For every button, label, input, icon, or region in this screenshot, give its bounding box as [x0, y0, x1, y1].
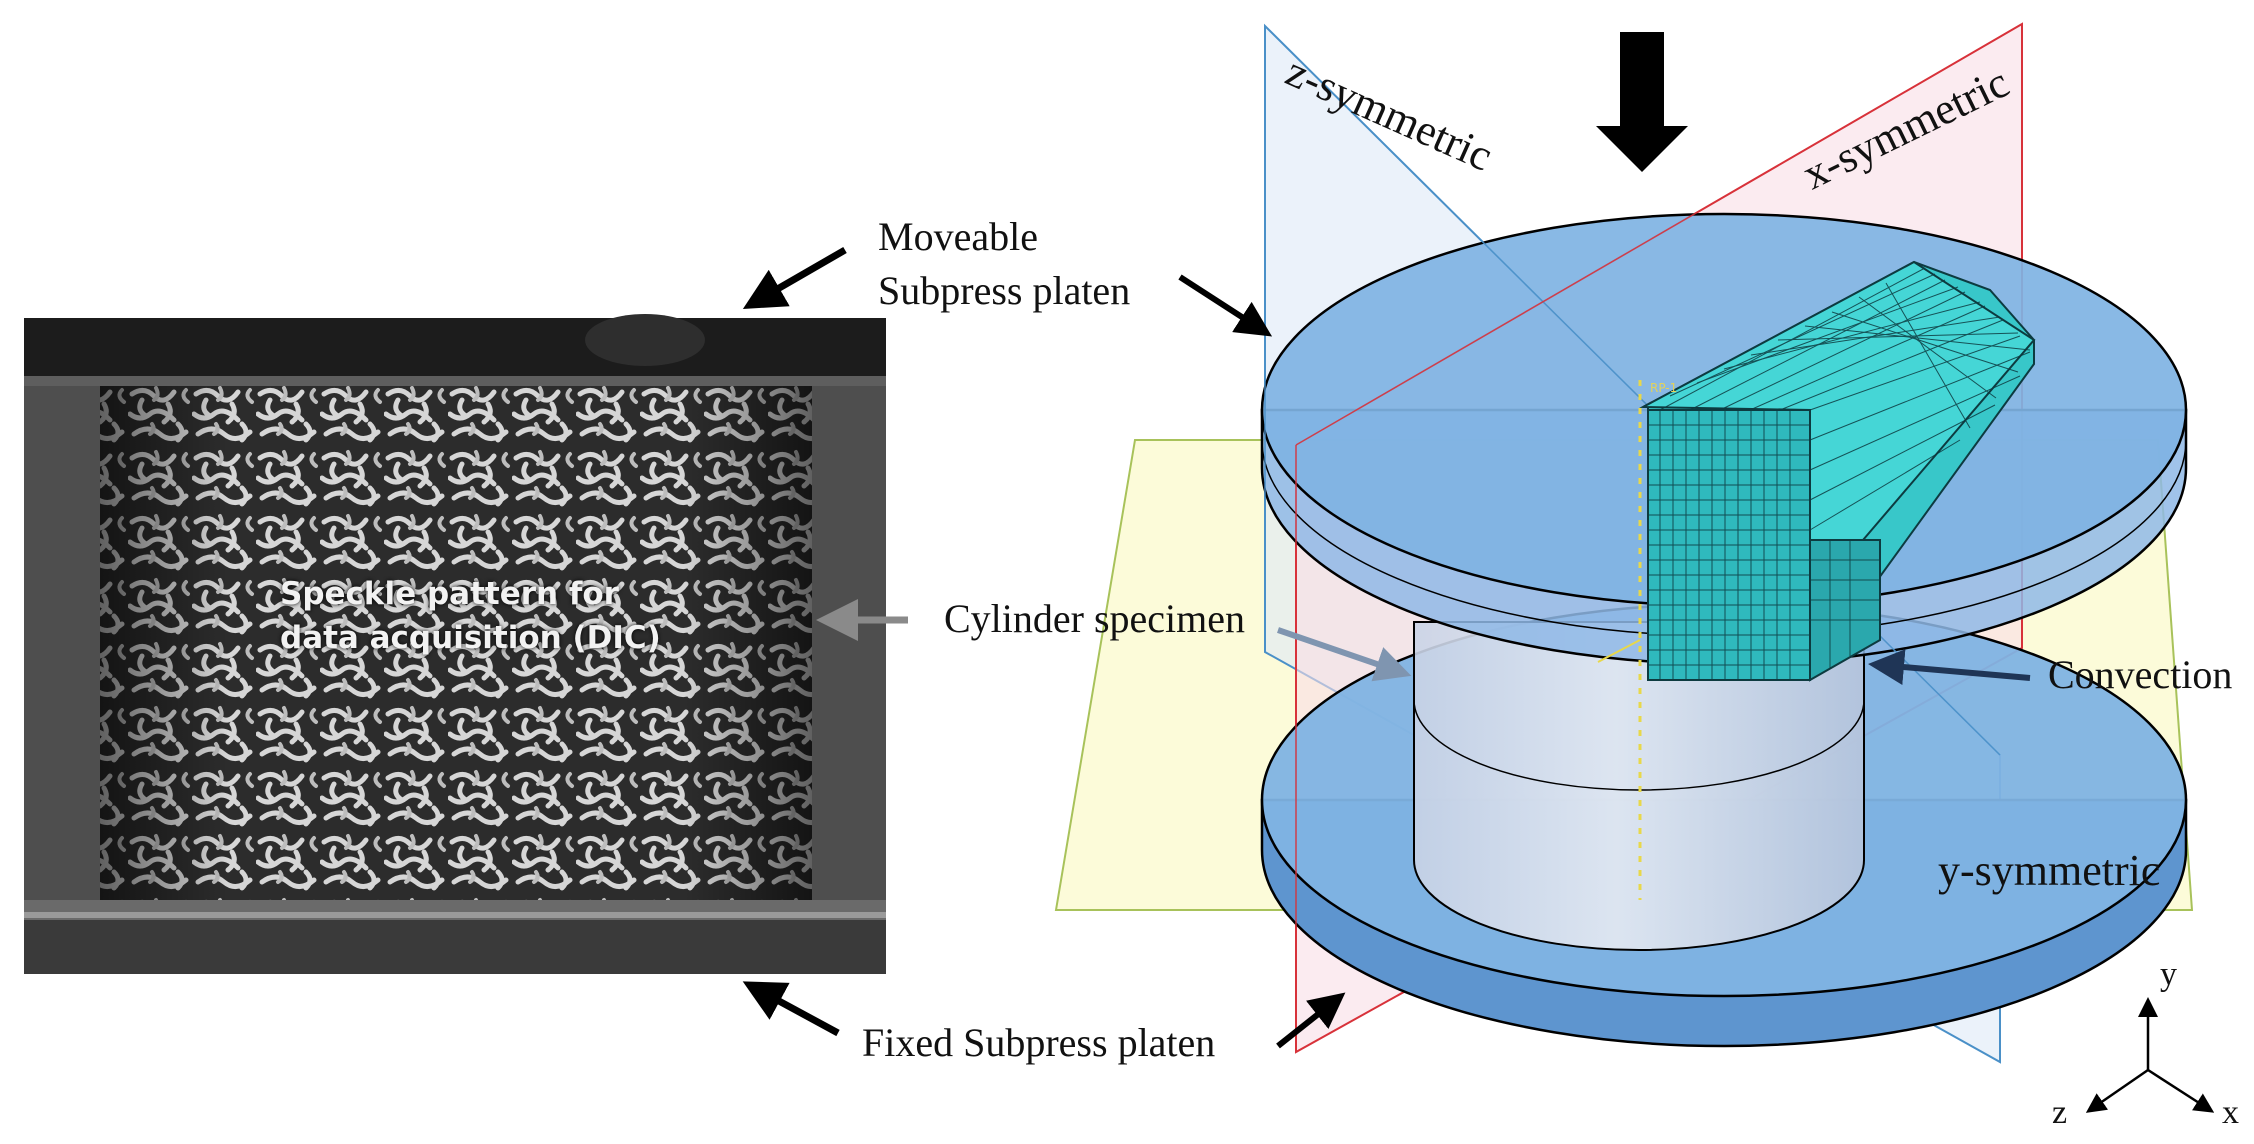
axis-triad: y z x [2052, 956, 2239, 1131]
fixed-label: Fixed Subpress platen [862, 1020, 1216, 1065]
axis-z-label: z [2052, 1094, 2067, 1131]
moveable-label-line1: Moveable [878, 214, 1038, 259]
moveable-platen-arrow [1178, 274, 1273, 337]
speckle-caption-line2: data acquisition (DIC) [280, 620, 661, 656]
moveable-label-line2: Subpress platen [878, 268, 1131, 313]
speckle-caption: Speckle pattern for data acquisition (DI… [280, 572, 700, 660]
moveable-top-arrow [742, 246, 847, 310]
cylinder-body [1413, 621, 1865, 951]
dic-photo [24, 314, 886, 974]
axis-y-label: y [2160, 956, 2177, 993]
convection-arrow [1868, 649, 2031, 686]
mesh-quarter [1639, 260, 2036, 682]
cylinder-label: Cylinder specimen [944, 596, 1246, 641]
load-arrow [1596, 32, 1688, 172]
y-symmetric-label: y-symmetric [1938, 846, 2160, 895]
reference-point-label: RP-1 [1650, 381, 1677, 395]
axis-x-label: x [2222, 1094, 2239, 1131]
cylinder-arrow [1277, 627, 1412, 682]
fixed-bottom-arrow [742, 981, 840, 1037]
speckle-caption-line1: Speckle pattern for [280, 576, 619, 612]
convection-label: Convection [2048, 652, 2233, 697]
fixed-platen-arrow [1276, 992, 1346, 1049]
